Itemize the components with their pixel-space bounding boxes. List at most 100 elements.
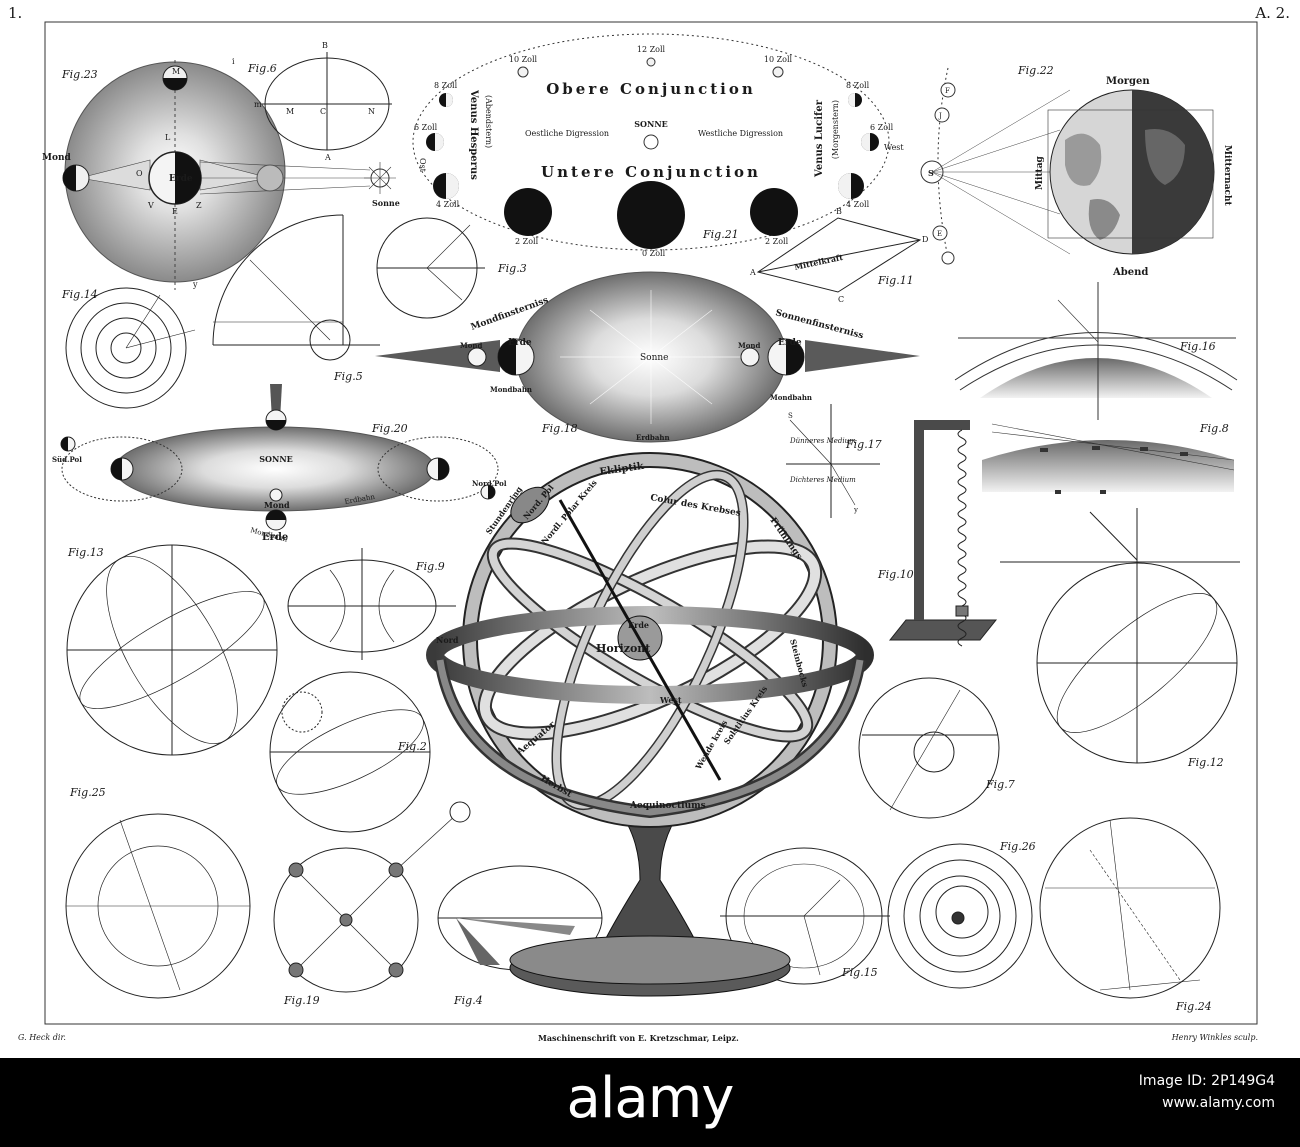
fig21-z4a: 4 Zoll	[436, 200, 460, 209]
fig16-diagram: Fig.16	[954, 282, 1238, 420]
fig17-label: Fig.17	[845, 438, 882, 451]
fig15-label: Fig.15	[841, 966, 878, 979]
fig11-c: C	[838, 295, 844, 304]
fig11-b: B	[836, 207, 842, 216]
fig5-label: Fig.5	[333, 370, 363, 383]
fig22-f: F	[945, 87, 950, 95]
image-id: Image ID: 2P149G4	[1138, 1073, 1275, 1089]
fig23-diagram: Fig.23 Mond Erde Sonne M L O V E Z i y	[42, 57, 400, 290]
fig18-mondbahn2: Mondbahn	[770, 393, 812, 402]
fig23-sonne-label: Sonne	[372, 198, 400, 208]
fig22-mitternacht: Mitternacht	[1222, 145, 1232, 207]
fig21-z12: 12 Zoll	[637, 45, 666, 54]
fig6-label: Fig.6	[247, 62, 277, 75]
fig6-diagram: Fig.6 B m M C N A	[247, 41, 392, 162]
fig19-diagram: Fig.19	[273, 801, 471, 1007]
fig20-sonne: SONNE	[259, 454, 292, 464]
image-id-block: Image ID: 2P149G4 www.alamy.com	[1139, 1070, 1275, 1114]
fig8-diagram: Fig.8	[982, 422, 1235, 494]
fig21-hesperus: Venus Hesperus	[468, 89, 479, 180]
plate-number-left: 1.	[8, 4, 23, 22]
fig20-label: Fig.20	[371, 422, 408, 435]
fig21-west: West	[884, 143, 904, 152]
fig18-label: Fig.18	[541, 422, 578, 435]
fig22-label: Fig.22	[1017, 64, 1054, 77]
fig18-mondbahn1: Mondbahn	[490, 385, 532, 394]
fig23-o: O	[136, 169, 143, 178]
fig23-y: y	[192, 280, 198, 289]
fig13-diagram: Fig.13	[66, 544, 278, 756]
fig11-diagram: Mittelkraft Fig.11 A B D C	[749, 207, 928, 304]
alamy-logo: alamy	[566, 1066, 735, 1131]
fig22-e: E	[937, 230, 942, 238]
fig22-s: S	[928, 168, 934, 178]
fig14-diagram: Fig.14	[61, 287, 196, 409]
fig21-oestl: Oestliche Digression	[525, 129, 609, 138]
fig11-mittelkraft: Mittelkraft	[793, 252, 844, 272]
fig10-label: Fig.10	[877, 568, 914, 581]
alamy-watermark-bar: alamy Image ID: 2P149G4 www.alamy.com	[0, 1058, 1300, 1147]
fig14-label: Fig.14	[61, 288, 98, 301]
fig24-diagram: Fig.24	[1039, 817, 1221, 1013]
alamy-site: www.alamy.com	[1162, 1095, 1275, 1111]
fig6-m: M	[286, 107, 294, 116]
fig23-m: M	[172, 67, 180, 76]
fig3-diagram: Fig.3	[376, 217, 527, 319]
fig6-b: B	[322, 41, 328, 50]
fig22-abend: Abend	[1112, 267, 1148, 278]
fig21-ost: Ost	[418, 158, 427, 173]
fig13-label: Fig.13	[67, 546, 104, 559]
fig12-diagram: Fig.12	[1000, 508, 1240, 769]
fig18-erde2: Erde	[778, 338, 802, 348]
fig18-erdbahn: Erdbahn	[636, 433, 670, 442]
fig21-westl: Westliche Digression	[698, 129, 783, 138]
fig25-label: Fig.25	[69, 786, 106, 799]
fig11-a: A	[749, 268, 756, 277]
typography-credit: Maschinenschrift von E. Kretzschmar, Lei…	[538, 1033, 739, 1043]
sphere-aequinoctiums: Aequinoctiums	[629, 801, 706, 811]
fig24-label: Fig.24	[1175, 1000, 1212, 1013]
fig7-label: Fig.7	[985, 778, 1015, 791]
fig22-morgen: Morgen	[1106, 76, 1150, 87]
sphere-horizont: Horizont	[596, 642, 651, 655]
fig6-c: C	[320, 107, 326, 116]
sphere-nord: Nord	[436, 635, 459, 645]
fig21-z2b: 2 Zoll	[765, 237, 789, 246]
fig4-label: Fig.4	[453, 994, 483, 1007]
fig21-label: Fig.21	[702, 228, 739, 241]
fig23-erde-label: Erde	[169, 174, 193, 184]
fig11-d: D	[922, 235, 928, 244]
fig6-n: N	[368, 107, 375, 116]
fig23-l: L	[165, 133, 171, 142]
plate-border	[44, 21, 1258, 1025]
fig12-label: Fig.12	[1187, 756, 1224, 769]
fig11-label: Fig.11	[877, 274, 914, 287]
fig26-diagram: Fig.26	[887, 840, 1036, 989]
fig18-sonnenfin: Sonnenfinsterniss	[774, 308, 864, 341]
fig2-label: Fig.2	[397, 740, 427, 753]
fig17-diagram: Fig.17 Dünneres Medium Dichteres Medium …	[786, 404, 882, 518]
fig22-j: J	[938, 112, 942, 120]
sphere-west: West	[659, 695, 682, 705]
fig21-z10b: 10 Zoll	[764, 55, 793, 64]
fig20-mond: Mond	[264, 500, 290, 510]
fig23-z: Z	[196, 201, 202, 210]
sphere-erde: Erde	[628, 620, 649, 630]
fig21-z10a: 10 Zoll	[509, 55, 538, 64]
fig21-z2a: 2 Zoll	[515, 237, 539, 246]
fig18-sonne: Sonne	[640, 353, 669, 363]
fig21-z6b: 6 Zoll	[870, 123, 894, 132]
fig22-diagram: Fig.22 Morgen Abend Mittag Mitternacht S…	[920, 64, 1232, 278]
fig6-m-small: m	[254, 100, 262, 109]
fig17-y: y	[853, 506, 858, 514]
fig21-z6a: 6 Zoll	[414, 123, 438, 132]
fig18-mond1: Mond	[460, 341, 483, 350]
fig21-diagram: Obere Conjunction Untere Conjunction SON…	[412, 33, 904, 258]
fig21-obere: Obere Conjunction	[546, 80, 756, 98]
fig21-sonne: SONNE	[634, 119, 667, 129]
fig26-label: Fig.26	[999, 840, 1036, 853]
fig20-nord: Nord.Pol	[472, 479, 507, 488]
fig3-label: Fig.3	[497, 262, 527, 275]
fig23-e: E	[172, 207, 178, 216]
